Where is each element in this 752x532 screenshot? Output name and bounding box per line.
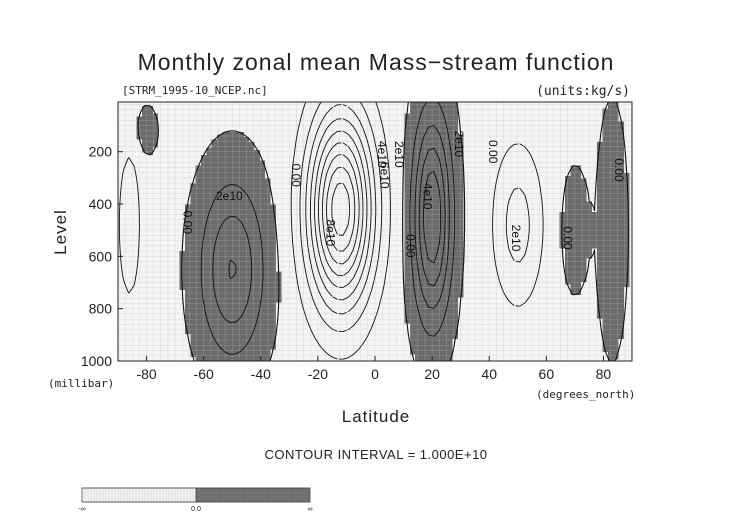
contour-lines [118,102,630,361]
x-axis-ticks: -80 -60 -40 -20 0 20 40 60 80 [136,356,611,382]
contour-label: 2e10 [216,189,243,203]
contour-label: 4e10 [375,141,389,168]
contour-line-negative [309,118,372,301]
contour-line-zero [137,102,630,361]
x-tick-label: 20 [424,366,440,382]
contour-label: 0.00 [560,226,574,250]
contour-label: 2e10 [392,141,406,168]
contour-line-negative [331,182,350,236]
contour-line-positive [423,171,442,264]
x-tick-label: 0 [371,366,379,382]
contour-label: 0.00 [289,164,303,188]
y-axis-ticks: 200 400 600 800 1000 [81,144,123,369]
x-axis-label: Latitude [342,407,411,426]
positive-shading-region [136,102,630,361]
contour-line-negative [305,104,377,315]
contour-label: 0.00 [486,140,500,164]
contour-line-negative [299,102,530,333]
contour-label: 0.00 [612,158,626,182]
y-tick-label: 1000 [81,353,112,369]
y-tick-label: 600 [89,248,113,264]
contour-line-negative [314,130,368,288]
contour-label: 6e10 [378,162,392,189]
colorbar-label-max: ∞ [308,506,313,513]
positive-region-shading [136,102,630,361]
contour-label: 0.00 [181,211,195,235]
contour-line-negative [321,154,360,265]
x-unit-label: (degrees_north) [536,388,635,401]
contour-label: 2e10 [452,131,466,158]
colorbar-grid [81,488,311,502]
contour-label: 0.00 [403,234,417,258]
colorbar-label-min: -∞ [78,506,85,513]
x-tick-label: -40 [251,366,271,382]
y-unit-label: (millibar) [48,377,114,390]
contour-line-positive [228,147,446,287]
x-tick-label: 40 [481,366,497,382]
chart-title: Monthly zonal mean Mass−stream function [138,49,615,75]
x-tick-label: -80 [136,366,156,382]
contour-line-negative [318,142,364,277]
source-file-label: [STRM_1995-10_NCEP.nc] [122,84,268,97]
contour-line-negative [326,166,356,252]
y-axis-label: Level [51,209,70,255]
y-tick-label: 200 [89,144,113,160]
contour-label: 8e10 [323,219,337,246]
x-tick-label: 80 [596,366,612,382]
colorbar: -∞ 0.0 ∞ [78,487,313,513]
x-tick-label: 60 [539,366,555,382]
y-tick-label: 400 [89,196,113,212]
grid-lines [118,102,632,361]
units-label: (units:kg/s) [536,84,630,99]
contour-line-positive [212,125,450,324]
contour-label: 4e10 [421,183,435,210]
y-tick-label: 800 [89,301,113,317]
contour-interval-label: CONTOUR INTERVAL = 1.000E+10 [264,447,487,462]
contour-line-positive [200,102,455,355]
x-tick-label: -60 [194,366,214,382]
contour-line-negative [118,102,544,360]
x-tick-label: -20 [308,366,328,382]
colorbar-label-zero: 0.0 [191,506,201,513]
contour-label: 2e10 [509,225,523,252]
